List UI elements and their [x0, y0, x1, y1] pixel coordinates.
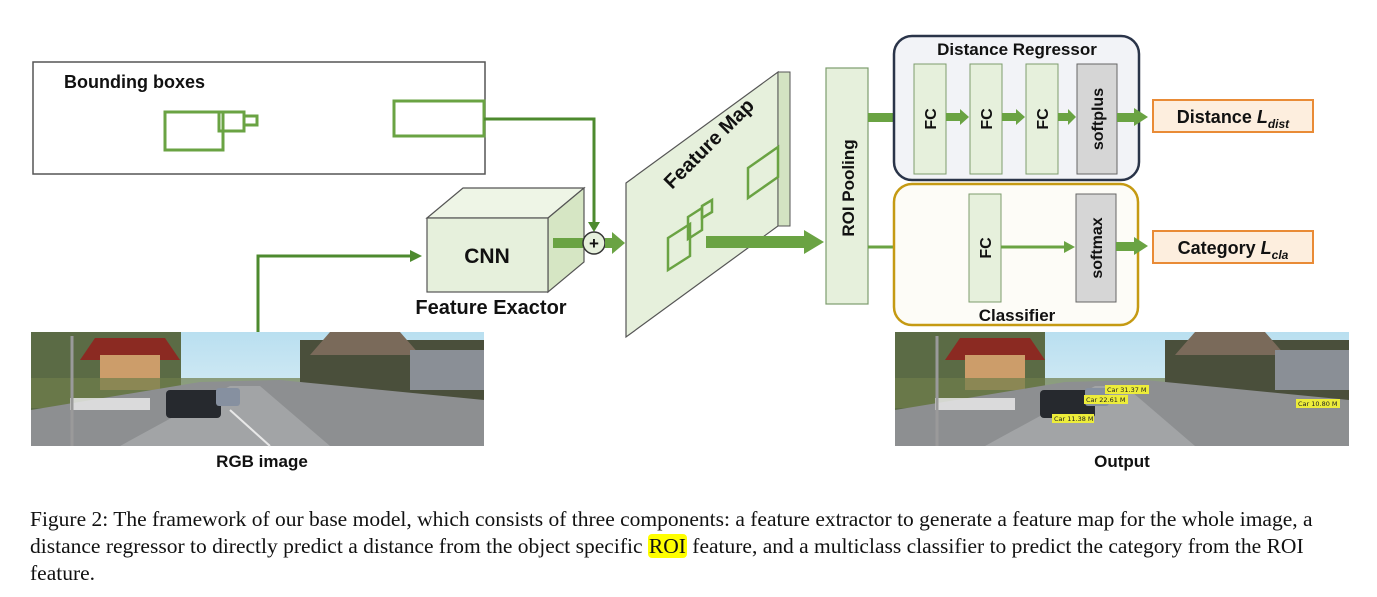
bbox-arrowhead	[588, 222, 600, 232]
fc-label: FC	[923, 108, 940, 130]
category-output-text: Category	[1178, 238, 1261, 258]
regressor-fc-3: FC	[1025, 63, 1059, 175]
softplus-block: softplus	[1076, 63, 1118, 175]
detection-label: Car 22.61 M	[1086, 396, 1126, 404]
distance-output-text: Distance	[1177, 107, 1257, 127]
rgb-image-label: RGB image	[216, 452, 308, 471]
category-output-box: Category Lcla	[1152, 230, 1314, 264]
distance-output-box: Distance Ldist	[1152, 99, 1314, 133]
regressor-fc-1: FC	[913, 63, 947, 175]
classifier-title: Classifier	[979, 306, 1056, 325]
fc-label: FC	[1035, 108, 1052, 130]
detection-label: Car 11.38 M	[1054, 415, 1094, 423]
fc-label: FC	[979, 108, 996, 130]
detection-tag: Car 10.80 M	[1296, 399, 1340, 408]
detection-tag: Car 31.37 M	[1105, 385, 1149, 394]
feature-map-boxes	[666, 144, 780, 273]
detection-tag: Car 11.38 M	[1052, 414, 1094, 423]
roi-pooling-block: ROI Pooling	[825, 67, 869, 305]
merge-node: +	[582, 231, 606, 255]
classifier: FC softmax Classifier	[892, 182, 1140, 327]
framework-diagram: Bounding boxes CNN Feature Exactor + Fea…	[31, 34, 1349, 471]
merge-to-feature-map-arrow	[605, 232, 625, 254]
category-output-label: Category Lcla	[1178, 238, 1289, 262]
classifier-fc: FC	[968, 193, 1002, 303]
fc3-to-softplus-arrow	[1058, 109, 1076, 125]
fc1-to-fc2-arrow	[946, 109, 969, 125]
distance-loss-subscript: dist	[1268, 117, 1290, 131]
bounding-boxes-label: Bounding boxes	[64, 72, 205, 92]
fc-to-softmax-arrowhead	[1064, 241, 1075, 253]
distance-loss-symbol: L	[1257, 107, 1268, 127]
regressor-fc-2: FC	[969, 63, 1003, 175]
bounding-boxes-panel: Bounding boxes	[32, 61, 486, 175]
image-to-cnn-line	[256, 254, 412, 333]
cnn-to-merge-arrow	[553, 238, 583, 248]
softplus-to-distance-arrow	[1117, 108, 1148, 126]
cnn-label: CNN	[464, 245, 510, 268]
figure-caption: Figure 2: The framework of our base mode…	[30, 506, 1350, 587]
detection-label: Car 31.37 M	[1107, 386, 1147, 394]
feature-extractor-label: Feature Exactor	[415, 297, 566, 319]
fc-label: FC	[978, 237, 995, 259]
distance-regressor-title: Distance Regressor	[937, 40, 1097, 59]
output-image: Car 11.38 M Car 22.61 M Car 31.37 M Car …	[895, 332, 1349, 446]
softmax-block: softmax	[1075, 193, 1117, 303]
detection-tag: Car 22.61 M	[1084, 395, 1128, 404]
fc2-to-fc3-arrow	[1002, 109, 1025, 125]
feature-map-block: Feature Map	[625, 70, 791, 339]
category-loss-subscript: cla	[1272, 248, 1289, 262]
plus-symbol: +	[589, 234, 599, 253]
distance-regressor: Distance Regressor FC FC FC softplus	[892, 34, 1141, 182]
image-to-cnn-arrowhead	[410, 250, 422, 262]
softmax-label: softmax	[1089, 217, 1106, 278]
distance-output-label: Distance Ldist	[1177, 107, 1290, 131]
rgb-image	[31, 332, 484, 447]
category-loss-symbol: L	[1261, 238, 1272, 258]
softmax-to-category-arrow	[1116, 237, 1148, 255]
detection-label: Car 10.80 M	[1298, 400, 1338, 408]
feature-map-to-roi-arrow	[706, 230, 824, 254]
caption-text-end: feature, and a multiclass classifier to …	[30, 534, 1304, 585]
bbox-to-merge-line	[484, 117, 596, 224]
caption-text-start: Figure 2: The framework of our base mode…	[30, 507, 1313, 558]
roi-pooling-label: ROI Pooling	[839, 139, 858, 236]
caption-highlight-roi: ROI	[647, 534, 687, 558]
softplus-label: softplus	[1090, 88, 1107, 150]
output-label: Output	[1094, 452, 1150, 471]
